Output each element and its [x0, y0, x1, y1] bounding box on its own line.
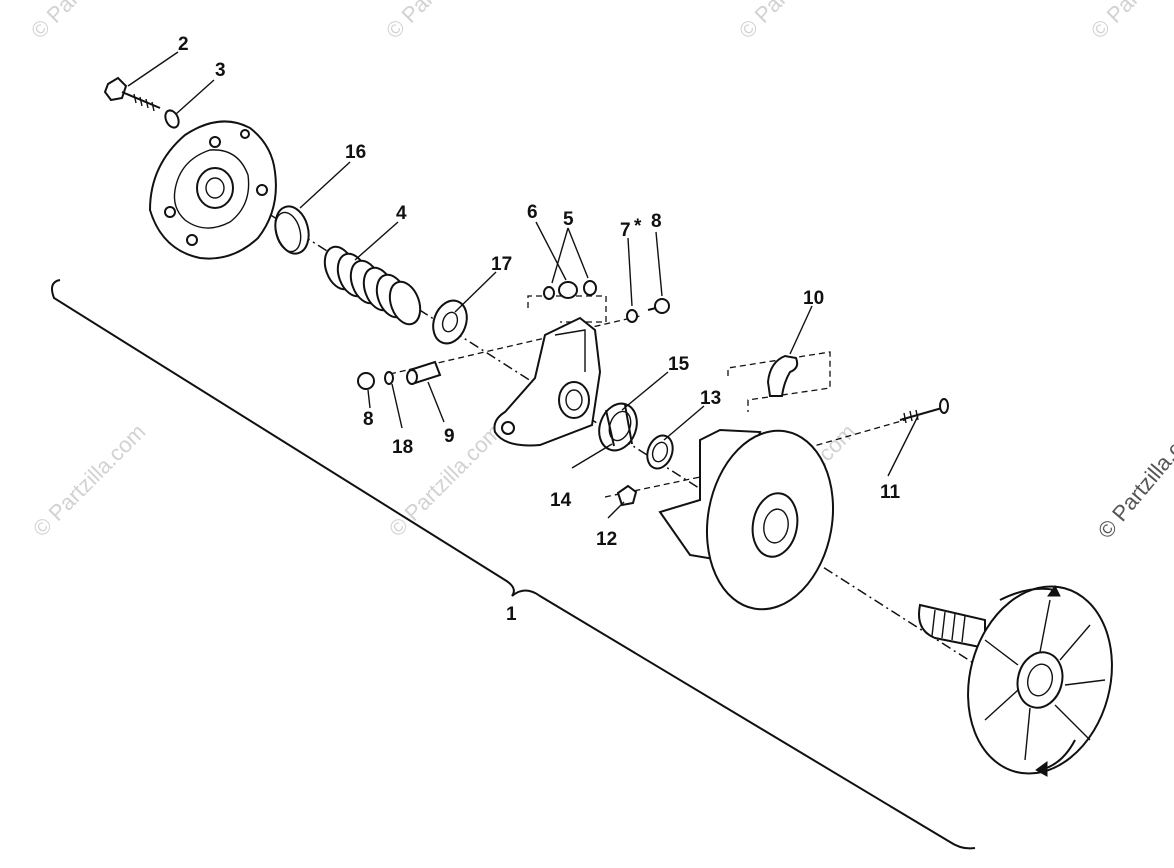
callout-10: 10: [803, 288, 824, 309]
pin-part: [406, 360, 442, 385]
watermark-top-4: © Partzilla.com: [1086, 0, 1174, 44]
watermark-top-2: © Partzilla.com: [381, 0, 504, 44]
watermark-top-1: © Partzilla.com: [26, 0, 149, 44]
watermark-mid-1: © Partzilla.com: [28, 419, 151, 542]
spring-part: [323, 245, 422, 326]
callout-labels: 1 2 3 4 5 6 7 * 8 8 9 10 11 12 13 14 15 …: [178, 34, 901, 625]
clip-and-cap-right-part: [626, 298, 670, 323]
spider-arm-part: [493, 316, 602, 447]
watermark-top-3: © Partzilla.com: [734, 0, 857, 44]
screw-part: [899, 398, 949, 424]
callout-17: 17: [491, 254, 512, 275]
nut-part: [616, 484, 638, 507]
fixed-sheave-part: [918, 585, 1113, 777]
callout-18: 18: [392, 437, 413, 458]
callout-13: 13: [700, 388, 721, 409]
watermarks: © Partzilla.com © Partzilla.com © Partzi…: [26, 0, 1174, 543]
callout-8-left: 8: [363, 409, 374, 430]
callout-4: 4: [396, 203, 407, 224]
callout-11: 11: [880, 482, 901, 503]
callout-7: 7: [620, 220, 631, 241]
callout-5: 5: [563, 209, 574, 230]
sheave-part: [658, 428, 835, 611]
callout-14: 14: [550, 490, 572, 511]
callout-7-asterisk: *: [634, 216, 642, 237]
cover-housing-part: [148, 120, 277, 260]
nut-axis-line: [604, 476, 701, 498]
leader-lines: [127, 51, 919, 519]
callout-2: 2: [178, 34, 189, 55]
callout-16: 16: [345, 142, 366, 163]
small-washer-part: [384, 371, 394, 385]
washer-part: [164, 109, 180, 129]
callout-9: 9: [444, 426, 455, 447]
seal-part: [646, 434, 674, 470]
assembly-bracket: [51, 279, 976, 850]
callout-6: 6: [527, 202, 538, 223]
callout-1: 1: [506, 604, 517, 625]
bolt-part: [103, 76, 161, 112]
callout-3: 3: [215, 60, 226, 81]
bushing-part: [598, 402, 638, 452]
watermark-right: © Partzilla.com: [1093, 414, 1174, 544]
ring-part: [274, 205, 310, 255]
callout-12: 12: [596, 529, 617, 550]
callout-8-right: 8: [651, 211, 662, 232]
cap-left-part: [357, 372, 375, 390]
thrust-washer-part: [432, 299, 468, 345]
callout-15: 15: [668, 354, 690, 375]
weight-part: [727, 351, 831, 412]
roller-parts: [527, 280, 607, 323]
